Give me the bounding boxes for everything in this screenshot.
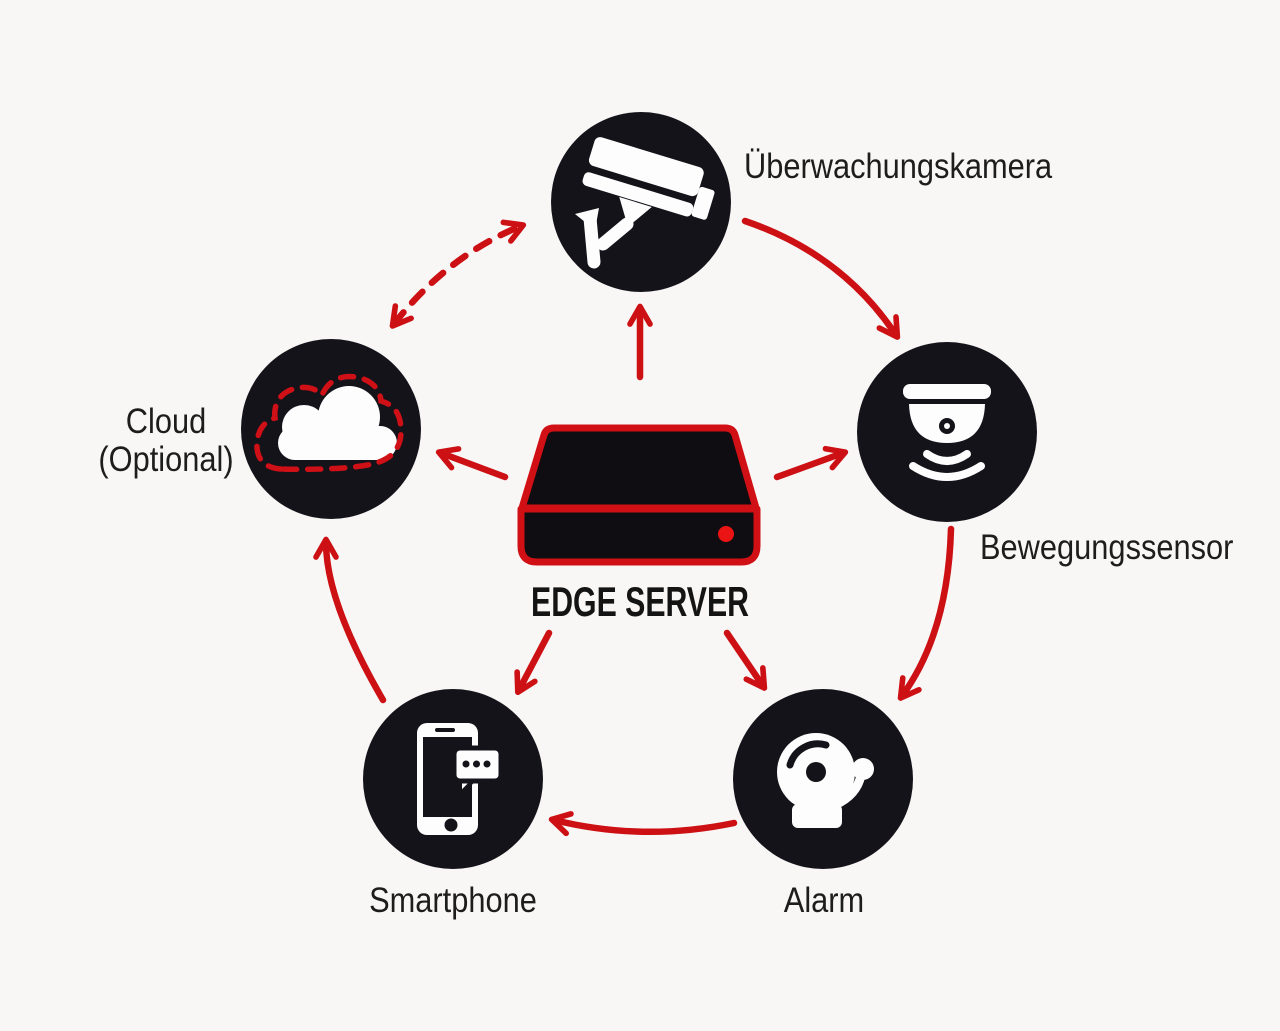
cloud-label-line2: (Optional) bbox=[98, 440, 234, 479]
edge-server-label: EDGE SERVER bbox=[531, 578, 749, 625]
arrow-edge-server-to-smartphone bbox=[514, 629, 553, 696]
optional-dashed-outline bbox=[254, 373, 404, 473]
arrow-edge-server-to-alarm bbox=[723, 629, 768, 691]
node-smartphone bbox=[363, 689, 543, 869]
edge-server-box-icon bbox=[517, 424, 761, 566]
node-cloud bbox=[241, 339, 421, 519]
arrow-camera-to-sensor bbox=[741, 217, 901, 340]
cloud-icon bbox=[241, 339, 421, 519]
cloud-label: Cloud (Optional) bbox=[34, 403, 298, 479]
node-camera bbox=[551, 112, 731, 292]
alarm-bell-icon bbox=[733, 689, 913, 869]
arrow-smartphone-to-cloud bbox=[313, 536, 387, 704]
node-alarm bbox=[733, 689, 913, 869]
arrow-cloud-camera-dashed bbox=[389, 219, 527, 329]
server-led bbox=[718, 526, 734, 542]
sensor-label: Bewegungssensor bbox=[980, 528, 1234, 567]
motion-sensor-icon bbox=[857, 342, 1037, 522]
surveillance-camera-icon bbox=[551, 112, 731, 292]
arrow-alarm-to-smartphone bbox=[548, 811, 738, 837]
alarm-label: Alarm bbox=[783, 881, 865, 920]
arrow-edge-server-to-cloud bbox=[435, 446, 509, 481]
cloud-label-line1: Cloud bbox=[125, 402, 207, 441]
smartphone-label: Smartphone bbox=[369, 881, 537, 920]
camera-label: Überwachungskamera bbox=[744, 147, 1053, 186]
smartphone-chat-icon bbox=[363, 689, 543, 869]
arrow-sensor-to-alarm bbox=[897, 525, 955, 701]
edge-server-device bbox=[505, 415, 775, 575]
arrow-edge-server-to-sensor bbox=[773, 445, 849, 481]
node-sensor bbox=[857, 342, 1037, 522]
